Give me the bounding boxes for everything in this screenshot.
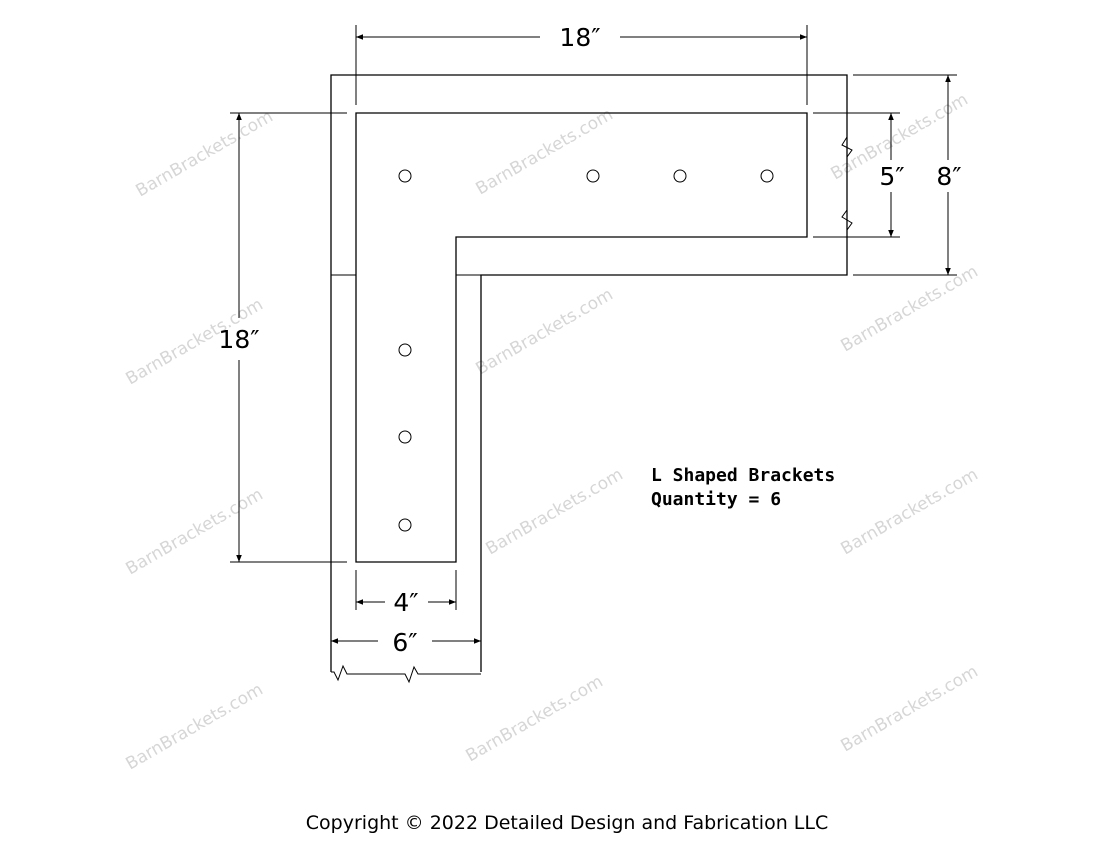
bolt-hole <box>398 169 412 183</box>
dim-label-left-height: 18″ <box>218 325 259 354</box>
watermark: BarnBrackets.com <box>838 262 982 357</box>
bolt-hole <box>673 169 687 183</box>
dim-label-leg-width-large: 6″ <box>392 628 417 657</box>
watermark: BarnBrackets.com <box>838 662 982 757</box>
watermark-layer: BarnBrackets.com BarnBrackets.com BarnBr… <box>123 90 982 775</box>
bolt-hole <box>398 430 412 444</box>
watermark: BarnBrackets.com <box>838 465 982 560</box>
note-quantity: Quantity = 6 <box>651 489 781 510</box>
dim-label-top-width: 18″ <box>559 23 600 52</box>
dim-arm-width-small: 5″ <box>813 75 910 275</box>
watermark: BarnBrackets.com <box>133 107 277 202</box>
watermark: BarnBrackets.com <box>483 465 627 560</box>
dim-top-width: 18″ <box>355 23 808 105</box>
dim-label-leg-width-small: 4″ <box>393 588 418 617</box>
watermark: BarnBrackets.com <box>123 485 267 580</box>
l-bracket-plate <box>355 112 808 563</box>
watermark: BarnBrackets.com <box>463 672 607 767</box>
bolt-hole <box>398 518 412 532</box>
dim-label-arm-width-large: 8″ <box>936 162 961 191</box>
note-title: L Shaped Brackets <box>651 465 835 486</box>
bolt-hole <box>586 169 600 183</box>
dim-leg-width-small: 4″ <box>355 570 457 617</box>
bolt-holes <box>398 169 774 532</box>
dim-leg-width-large: 6″ <box>330 628 482 657</box>
bolt-hole <box>398 343 412 357</box>
watermark: BarnBrackets.com <box>473 105 617 200</box>
dim-left-height: 18″ <box>218 112 347 563</box>
bolt-hole <box>760 169 774 183</box>
watermark: BarnBrackets.com <box>123 680 267 775</box>
dim-label-arm-width-small: 5″ <box>879 162 904 191</box>
copyright-text: Copyright © 2022 Detailed Design and Fab… <box>306 812 828 834</box>
watermark: BarnBrackets.com <box>473 285 617 380</box>
bracket-note: L Shaped Brackets Quantity = 6 <box>651 465 835 510</box>
dim-arm-width-large: 8″ <box>853 74 966 276</box>
